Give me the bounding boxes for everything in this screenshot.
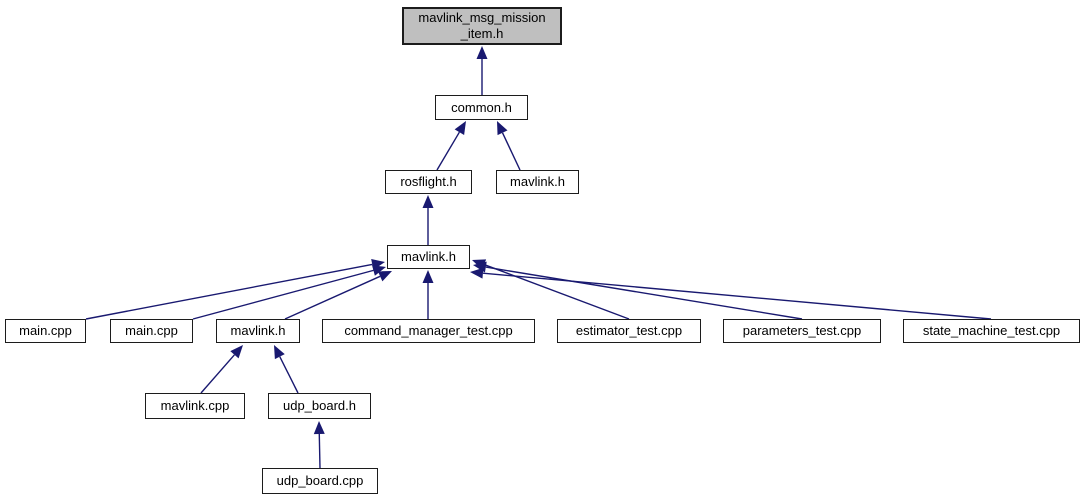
edge-mavlink-h-include-to-common-h bbox=[497, 121, 521, 171]
node-command-manager-test-cpp[interactable]: command_manager_test.cpp bbox=[322, 319, 535, 343]
node-label: command_manager_test.cpp bbox=[344, 323, 513, 338]
node-main-cpp-1[interactable]: main.cpp bbox=[5, 319, 86, 343]
edge-command-manager-test-cpp-to-mavlink-h-hub bbox=[422, 270, 434, 319]
node-main-cpp-2[interactable]: main.cpp bbox=[110, 319, 193, 343]
edge-common-h-to-mavlink-msg-mission-item-h bbox=[476, 46, 488, 95]
edge-state-machine-test-cpp-to-mavlink-h-hub bbox=[470, 267, 992, 320]
arrowhead bbox=[422, 270, 434, 283]
node-rosflight-h[interactable]: rosflight.h bbox=[385, 170, 472, 194]
node-label: udp_board.h bbox=[282, 398, 356, 413]
edge-udp-board-h-to-mavlink-h-board bbox=[274, 345, 299, 394]
node-label: parameters_test.cpp bbox=[742, 323, 862, 338]
node-mavlink-h-board[interactable]: mavlink.h bbox=[216, 319, 300, 343]
node-udp-board-cpp[interactable]: udp_board.cpp bbox=[262, 468, 378, 494]
arrowhead bbox=[497, 121, 508, 136]
node-mavlink-cpp[interactable]: mavlink.cpp bbox=[145, 393, 245, 419]
arrowhead bbox=[422, 195, 434, 208]
node-mavlink-h-hub[interactable]: mavlink.h bbox=[387, 245, 470, 269]
arrowhead bbox=[377, 271, 392, 282]
node-mavlink-h-include[interactable]: mavlink.h bbox=[496, 170, 579, 194]
node-label: mavlink.cpp bbox=[160, 398, 230, 413]
edge-mavlink-cpp-to-mavlink-h-board bbox=[200, 345, 243, 394]
arrowhead bbox=[476, 46, 488, 59]
edge-udp-board-cpp-to-udp-board-h bbox=[313, 421, 325, 469]
edge-mavlink-h-hub-to-rosflight-h bbox=[422, 195, 434, 245]
arrowhead bbox=[470, 267, 484, 279]
arrowhead bbox=[274, 345, 285, 360]
node-label: mavlink_msg_mission _item.h bbox=[418, 10, 546, 41]
node-label: mavlink.h bbox=[230, 323, 286, 338]
edge-rosflight-h-to-common-h bbox=[436, 121, 466, 171]
node-common-h[interactable]: common.h bbox=[435, 95, 528, 120]
edge-main-cpp-1-to-mavlink-h-hub bbox=[85, 259, 385, 320]
edge-mavlink-h-board-to-mavlink-h-hub bbox=[284, 271, 392, 320]
node-label: rosflight.h bbox=[400, 174, 457, 189]
node-parameters-test-cpp[interactable]: parameters_test.cpp bbox=[723, 319, 881, 343]
node-label: mavlink.h bbox=[510, 174, 565, 189]
node-label: estimator_test.cpp bbox=[575, 323, 683, 338]
arrowhead bbox=[473, 261, 487, 273]
edge-main-cpp-2-to-mavlink-h-hub bbox=[192, 265, 386, 320]
node-label: main.cpp bbox=[125, 323, 178, 338]
node-mavlink-msg-mission-item-h[interactable]: mavlink_msg_mission _item.h bbox=[402, 7, 562, 45]
node-label: common.h bbox=[451, 99, 512, 115]
node-label: state_machine_test.cpp bbox=[922, 323, 1061, 338]
arrowhead bbox=[372, 265, 386, 276]
node-state-machine-test-cpp[interactable]: state_machine_test.cpp bbox=[903, 319, 1080, 343]
node-udp-board-h[interactable]: udp_board.h bbox=[268, 393, 371, 419]
node-label: udp_board.cpp bbox=[276, 473, 364, 488]
node-label: main.cpp bbox=[19, 323, 72, 338]
edge-parameters-test-cpp-to-mavlink-h-hub bbox=[473, 261, 803, 320]
node-estimator-test-cpp[interactable]: estimator_test.cpp bbox=[557, 319, 701, 343]
node-label: mavlink.h bbox=[401, 249, 456, 264]
arrowhead bbox=[313, 421, 325, 435]
arrowhead bbox=[454, 121, 466, 135]
arrowhead bbox=[230, 345, 243, 359]
